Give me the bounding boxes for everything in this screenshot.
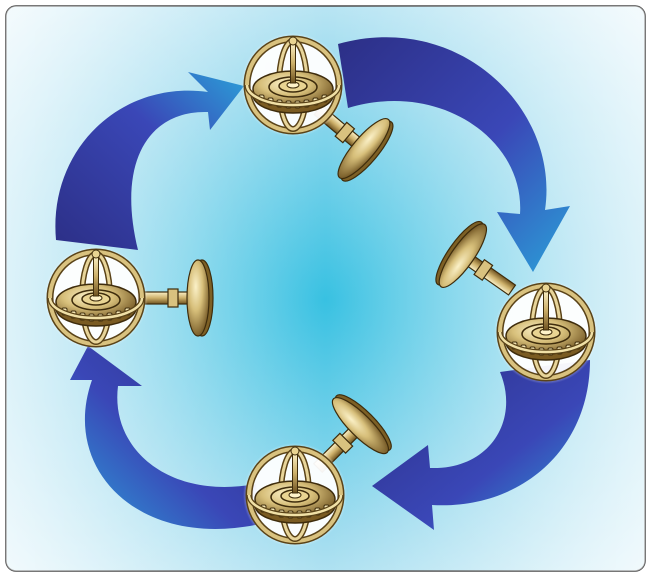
figure-canvas [0,0,651,577]
gyroscope-precession-figure [0,0,651,577]
